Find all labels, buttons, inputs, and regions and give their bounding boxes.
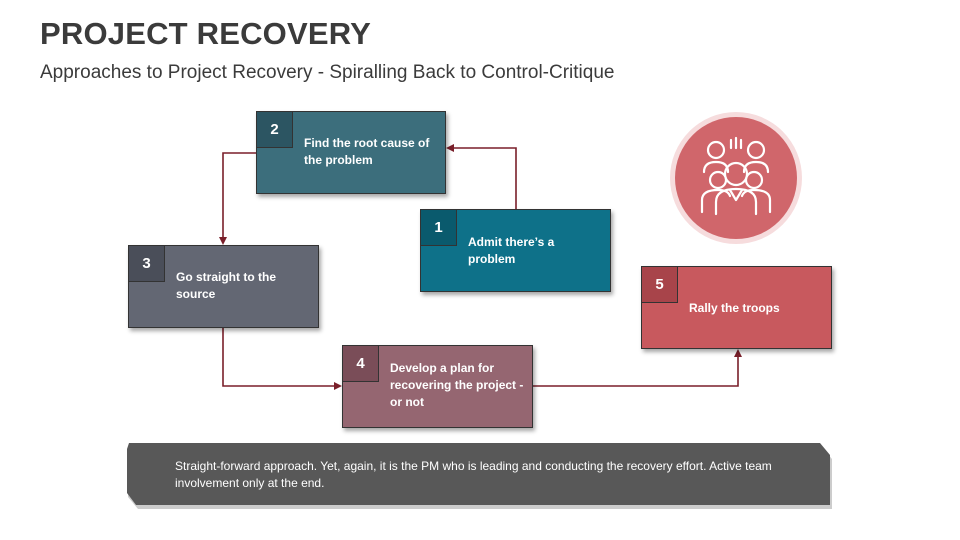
page-subtitle: Approaches to Project Recovery - Spirall… [40,62,615,83]
step-3-box: 3 Go straight to the source [128,245,319,328]
step-5-number: 5 [642,267,678,303]
step-3-text: Go straight to the source [176,270,276,301]
note-banner [127,443,832,509]
arrow-3-to-4 [222,328,342,390]
step-2-box: 2 Find the root cause of the problem [256,111,446,194]
step-1-text: Admit there’s a problem [468,235,555,266]
step-4-box: 4 Develop a plan for recovering the proj… [342,345,533,428]
step-4-number: 4 [343,346,379,382]
step-4-text: Develop a plan for recovering the projec… [390,361,524,409]
team-group-icon [668,110,804,251]
arrow-4-to-5 [533,349,742,387]
note-text: Straight-forward approach. Yet, again, i… [175,459,772,490]
step-5-box: 5 Rally the troops [641,266,832,349]
step-5-text: Rally the troops [689,301,780,315]
page-title: PROJECT RECOVERY [40,16,372,51]
arrow-2-to-3 [219,152,256,245]
step-1-number: 1 [421,210,457,246]
step-3-number: 3 [129,246,165,282]
step-1-box: 1 Admit there’s a problem [420,209,611,292]
step-2-text: Find the root cause of the problem [304,136,430,167]
step-2-number: 2 [257,112,293,148]
arrow-1-to-2 [446,144,517,209]
